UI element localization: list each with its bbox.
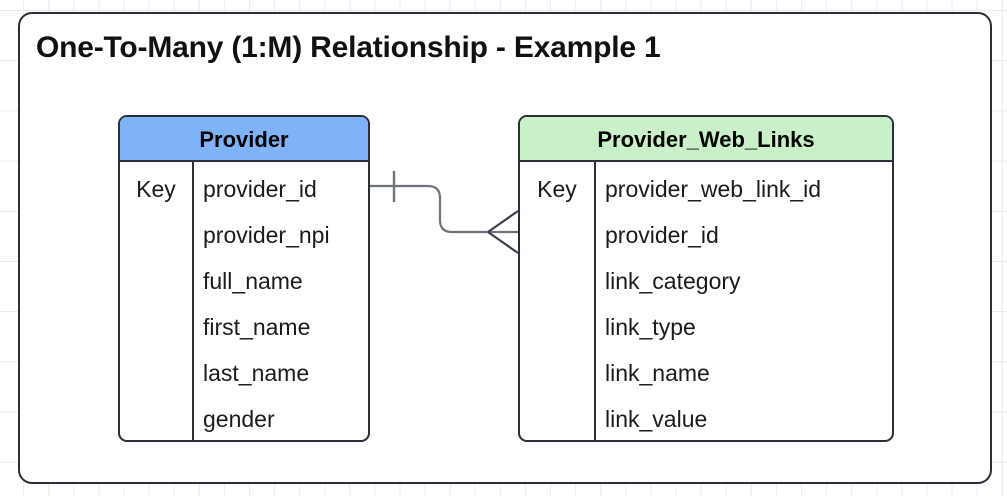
field-row[interactable]: link_name xyxy=(605,360,710,386)
crow-foot-lower-prong xyxy=(487,231,519,254)
relationship-line xyxy=(370,184,518,234)
field-row[interactable]: gender xyxy=(203,406,275,432)
entity-table-provider-web-links[interactable]: Provider_Web_Links Key provider_web_link… xyxy=(518,115,894,442)
field-row[interactable]: link_category xyxy=(605,268,741,294)
key-column-label: Key xyxy=(136,176,176,202)
diagram-frame: One-To-Many (1:M) Relationship - Example… xyxy=(18,12,992,484)
key-column-label: Key xyxy=(537,176,577,202)
key-column-provider: Key xyxy=(120,162,194,440)
field-row[interactable]: link_type xyxy=(605,314,696,340)
field-row[interactable]: first_name xyxy=(203,314,311,340)
crow-foot-upper-prong xyxy=(487,210,519,233)
field-row[interactable]: last_name xyxy=(203,360,310,386)
key-column-provider-web-links: Key xyxy=(520,162,596,440)
field-list-provider-web-links: provider_web_link_id provider_id link_ca… xyxy=(596,162,892,440)
entity-body-provider: Key provider_id provider_npi full_name f… xyxy=(120,162,368,440)
entity-body-provider-web-links: Key provider_web_link_id provider_id lin… xyxy=(520,162,892,440)
page-title: One-To-Many (1:M) Relationship - Example… xyxy=(36,31,661,64)
field-row[interactable]: full_name xyxy=(203,268,303,294)
entity-header-provider: Provider xyxy=(120,117,368,162)
field-row[interactable]: provider_id xyxy=(203,176,317,202)
entity-table-provider[interactable]: Provider Key provider_id provider_npi fu… xyxy=(118,115,370,442)
field-row[interactable]: provider_web_link_id xyxy=(605,176,822,202)
entity-header-provider-web-links: Provider_Web_Links xyxy=(520,117,892,162)
field-row[interactable]: link_value xyxy=(605,406,708,432)
field-row[interactable]: provider_id xyxy=(605,222,719,248)
field-list-provider: provider_id provider_npi full_name first… xyxy=(194,162,368,440)
field-row[interactable]: provider_npi xyxy=(203,222,330,248)
